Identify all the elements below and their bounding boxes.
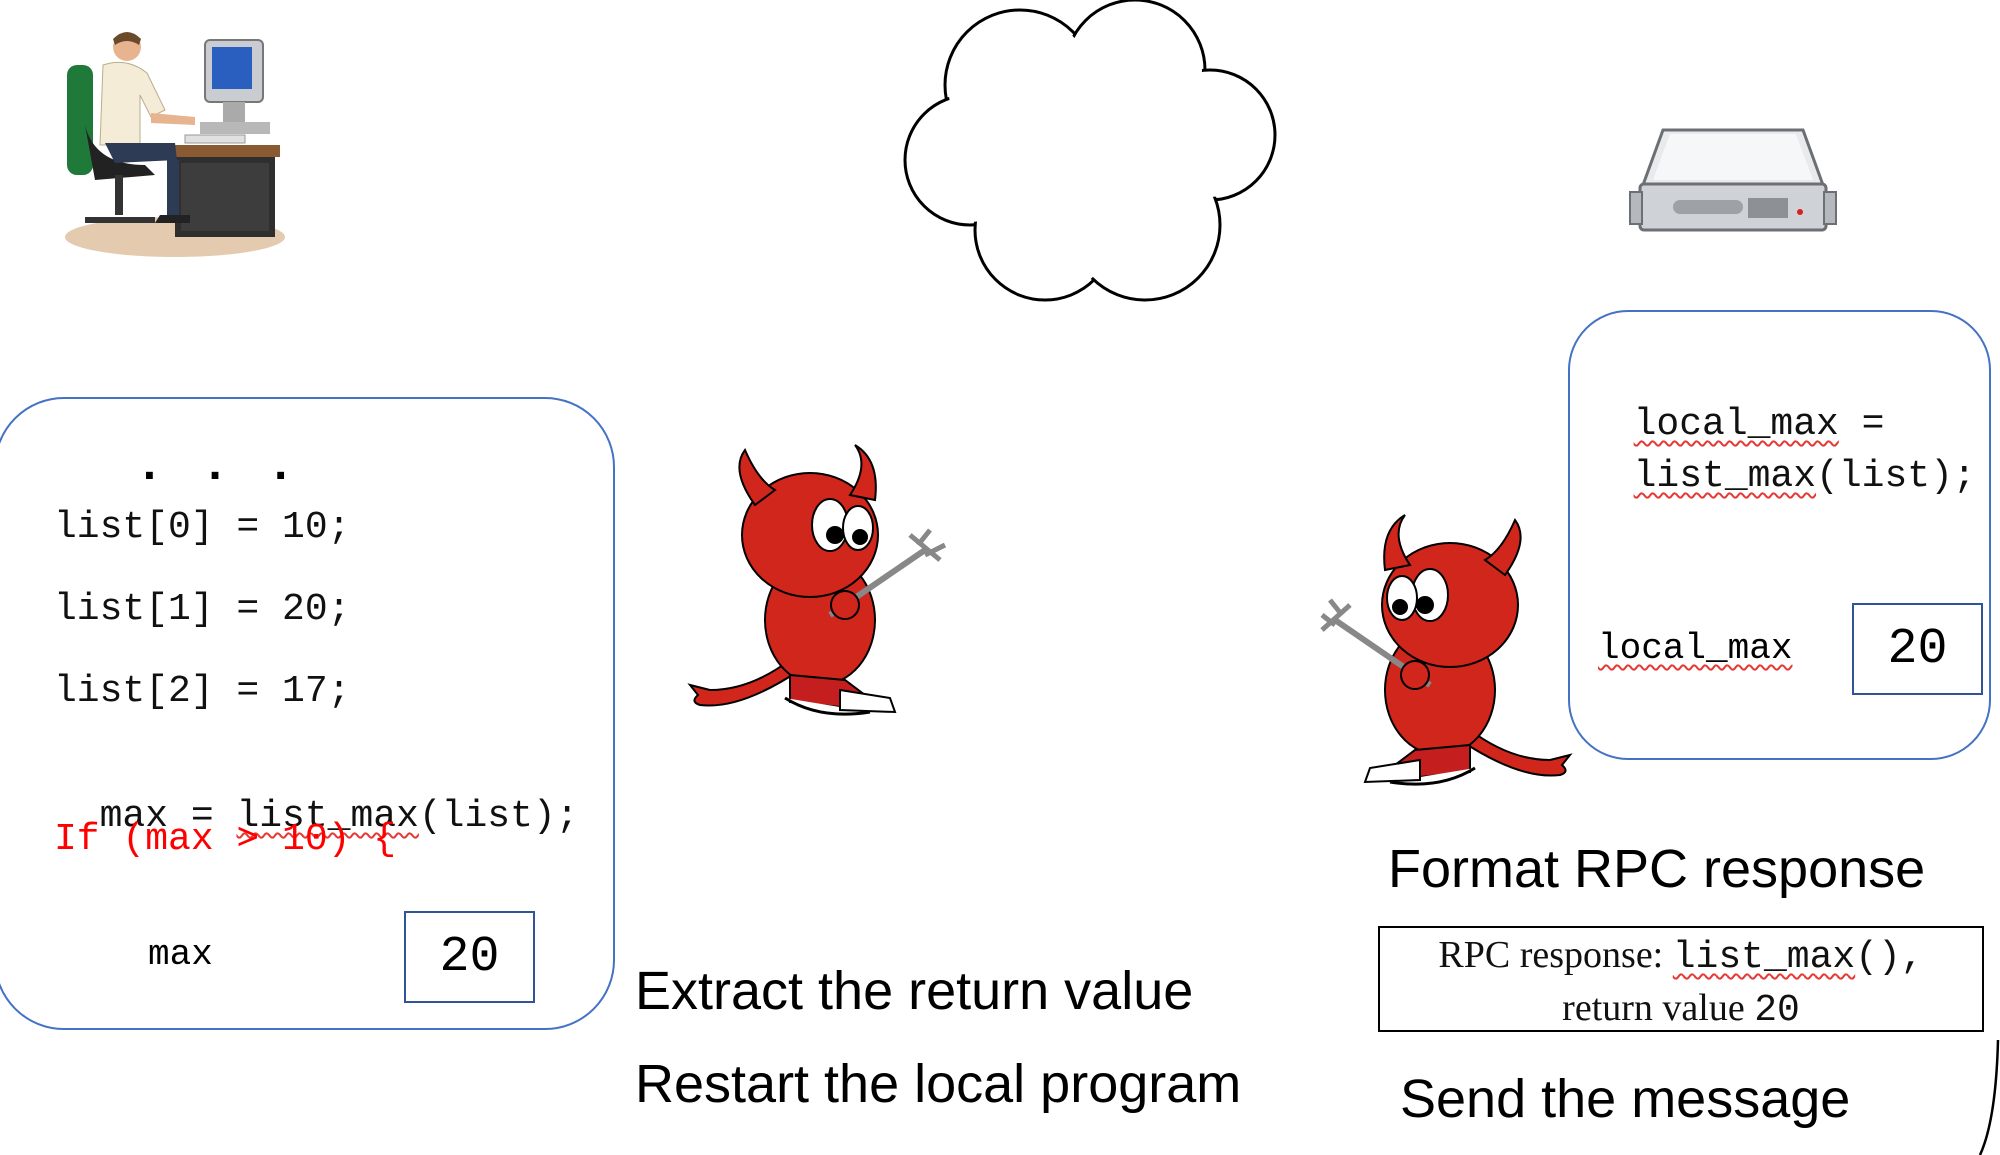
server-code-line1: local_max = [1588, 360, 1885, 446]
code-call-prefix: max = [99, 795, 237, 838]
server-icon [1629, 128, 1837, 232]
user-at-computer-icon [65, 32, 285, 257]
server-line1-rest: = [1838, 403, 1885, 446]
rpc-prefix: RPC response: [1438, 934, 1673, 976]
server-code-panel [1568, 310, 1991, 760]
client-var-value: 20 [404, 911, 535, 1003]
code-call-suffix: (list); [418, 795, 579, 838]
rpc-line2: return value 20 [1380, 983, 1982, 1036]
rpc-line2-text: return value [1562, 987, 1755, 1029]
cloud-icon [903, 0, 1277, 302]
client-var-name: max [148, 934, 213, 975]
rpc-response-message: RPC response: list_max(), return value 2… [1378, 926, 1984, 1032]
daemon-mascot-icon [1320, 514, 1573, 786]
code-ellipsis: . . . [135, 440, 300, 494]
caption-send: Send the message [1400, 1069, 1851, 1129]
server-var-value: 20 [1852, 603, 1983, 695]
caption-format: Format RPC response [1388, 839, 1926, 899]
daemon-mascot-icon [687, 444, 947, 716]
code-line-list2: list[2] = 17; [54, 670, 351, 713]
rpc-func: list_max [1672, 936, 1856, 979]
code-line-if: If (max > 10) { [54, 818, 397, 861]
rpc-return-value: 20 [1754, 989, 1800, 1032]
client-code-panel [0, 397, 615, 1030]
outer-boundary-curve [1978, 1040, 2000, 1155]
code-line-call: max = list_max(list); [54, 752, 579, 838]
rpc-func-suffix: (), [1855, 936, 1924, 979]
code-line-list0: list[0] = 10; [54, 506, 351, 549]
code-call-func: list_max [236, 795, 419, 838]
server-var-name: local_max [1598, 628, 1793, 669]
rpc-line1: RPC response: list_max(), [1380, 930, 1982, 983]
server-line2-func: list_max [1633, 455, 1817, 498]
server-line2-rest: (list); [1816, 455, 1976, 498]
server-code-line2: list_max(list); [1588, 412, 1976, 498]
server-line1-func: local_max [1633, 403, 1839, 446]
code-line-list1: list[1] = 20; [54, 588, 351, 631]
caption-extract: Extract the return value [635, 961, 1194, 1021]
caption-restart: Restart the local program [635, 1054, 1242, 1114]
